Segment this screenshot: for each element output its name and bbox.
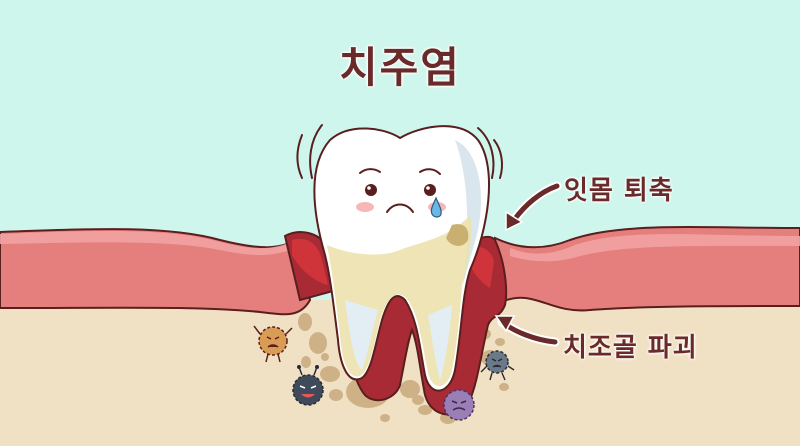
bacteria-grey xyxy=(480,350,515,381)
arrow-icon-gum xyxy=(505,181,562,232)
arrow-icon-bone xyxy=(494,315,560,347)
tooth-face xyxy=(356,168,446,218)
label-bone-destruction: 치조골 파괴 xyxy=(563,333,698,363)
bacteria-orange xyxy=(253,325,293,363)
tear-icon xyxy=(430,196,442,218)
bacteria-dark xyxy=(292,365,324,406)
diagram-title: 치주염 xyxy=(339,43,461,92)
wobble-lines xyxy=(296,124,503,179)
gum-right xyxy=(488,226,800,312)
label-gum-recession: 잇몸 퇴축 xyxy=(564,176,674,206)
bacteria-purple xyxy=(443,389,475,421)
